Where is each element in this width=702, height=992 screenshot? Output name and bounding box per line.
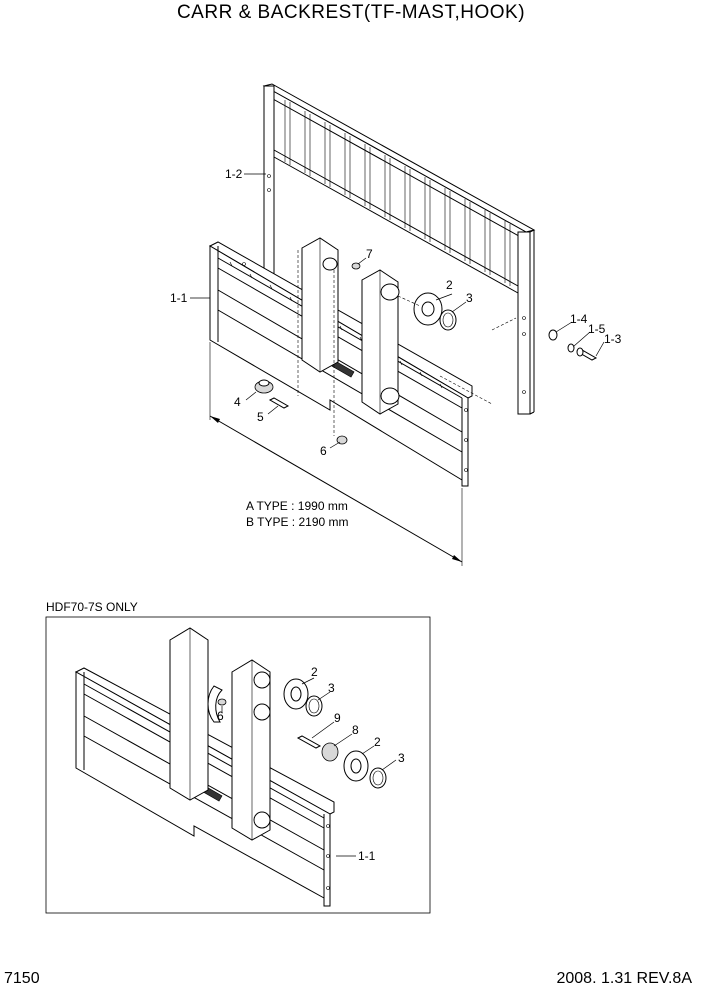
- label-1-4: 1-4: [570, 312, 588, 326]
- inset-label-2b: 2: [374, 735, 381, 749]
- inset-nut-6: [217, 698, 227, 706]
- label-6: 6: [320, 444, 327, 458]
- inset-label-3b: 3: [398, 751, 405, 765]
- inset-label-6: 6: [217, 709, 224, 723]
- bolt-1-3: [576, 347, 598, 361]
- inset-label-8: 8: [352, 723, 359, 737]
- backrest-frame: [262, 83, 536, 415]
- inset-label-2a: 2: [311, 665, 318, 679]
- label-5: 5: [257, 410, 264, 424]
- label-1-5: 1-5: [588, 322, 606, 336]
- washer-1-4: [548, 329, 558, 341]
- roller-bearing-2: [413, 292, 443, 326]
- label-4: 4: [234, 395, 241, 409]
- inset-shim-3b: [369, 767, 387, 789]
- inset-roller-bearing-2a: [283, 678, 309, 710]
- label-3: 3: [466, 291, 473, 305]
- page-title: CARR & BACKREST(TF-MAST,HOOK): [176, 2, 526, 23]
- inset-carriage: [74, 627, 335, 907]
- label-2: 2: [446, 278, 453, 292]
- bolt-7: [351, 262, 361, 270]
- label-7: 7: [366, 247, 373, 261]
- carriage-frame: [208, 237, 473, 487]
- inset-title: HDF70-7S ONLY: [46, 600, 138, 614]
- width-dimension: [209, 342, 463, 566]
- washer-1-5: [567, 343, 575, 353]
- pin-5: [268, 397, 290, 409]
- shim-ring-3: [439, 309, 457, 331]
- inset-label-9: 9: [334, 711, 341, 725]
- inset-roller-bearing-2b: [343, 750, 369, 782]
- dim-b-type: B TYPE : 2190 mm: [246, 515, 349, 529]
- label-1-3: 1-3: [604, 332, 622, 346]
- page-number: 7150: [4, 970, 40, 987]
- inset-collar-8: [321, 742, 339, 762]
- inset-pin-9: [296, 735, 322, 749]
- dim-a-type: A TYPE : 1990 mm: [246, 499, 348, 513]
- label-1-1: 1-1: [170, 291, 188, 305]
- inset-shim-3a: [305, 695, 323, 717]
- stopper-4: [254, 379, 274, 394]
- label-1-2: 1-2: [225, 167, 243, 181]
- inset-label-1-1: 1-1: [358, 849, 376, 863]
- revision-date: 2008. 1.31 REV.8A: [556, 970, 692, 987]
- inset-frame: [45, 616, 431, 914]
- inset-label-3a: 3: [328, 681, 335, 695]
